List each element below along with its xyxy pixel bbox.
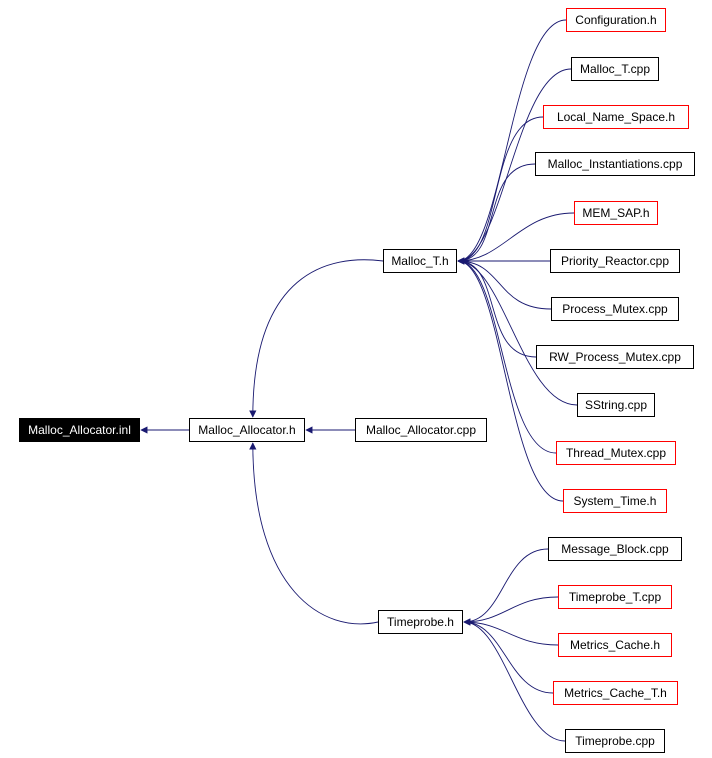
edge-mtcpp-to-malloc-t-h (457, 68, 572, 265)
node-thread-mutex-cpp[interactable]: Thread_Mutex.cpp (556, 441, 676, 465)
edge-malloc-t-h-to-allocator-h (249, 259, 384, 418)
edge-conf-to-malloc-t-h (457, 19, 567, 265)
node-malloc-t-cpp[interactable]: Malloc_T.cpp (571, 57, 659, 81)
edge-mch-to-timeprobe-h (463, 618, 559, 646)
node-malloc-allocator-h[interactable]: Malloc_Allocator.h (189, 418, 305, 442)
edge-sth-to-malloc-t-h (457, 257, 564, 502)
edge-pmcpp-to-malloc-t-h (457, 257, 552, 310)
edge-memsap-to-malloc-t-h (457, 212, 575, 265)
node-malloc-t-h[interactable]: Malloc_T.h (383, 249, 457, 273)
node-timeprobe-cpp[interactable]: Timeprobe.cpp (565, 729, 665, 753)
edge-tmcpp-to-malloc-t-h (457, 257, 557, 454)
edge-lns-to-malloc-t-h (457, 116, 544, 265)
edge-sscpp-to-malloc-t-h (457, 257, 578, 406)
edge-mcth-to-timeprobe-h (463, 618, 554, 694)
node-priority-reactor-cpp[interactable]: Priority_Reactor.cpp (550, 249, 680, 273)
node-malloc-allocator-cpp[interactable]: Malloc_Allocator.cpp (355, 418, 487, 442)
edge-tpcpp-to-timeprobe-h (463, 618, 566, 742)
edge-tptcpp-to-timeprobe-h (463, 596, 559, 626)
node-metrics-cache-t-h[interactable]: Metrics_Cache_T.h (553, 681, 678, 705)
node-local-name-space-h[interactable]: Local_Name_Space.h (543, 105, 689, 129)
edge-rwcpp-to-malloc-t-h (457, 257, 537, 358)
node-configuration-h[interactable]: Configuration.h (566, 8, 666, 32)
node-rw-process-mutex-cpp[interactable]: RW_Process_Mutex.cpp (536, 345, 694, 369)
node-sstring-cpp[interactable]: SString.cpp (577, 393, 655, 417)
node-malloc-allocator-inl: Malloc_Allocator.inl (19, 418, 140, 442)
node-timeprobe-t-cpp[interactable]: Timeprobe_T.cpp (558, 585, 672, 609)
node-metrics-cache-h[interactable]: Metrics_Cache.h (558, 633, 672, 657)
edge-minst-to-malloc-t-h (457, 163, 536, 265)
node-process-mutex-cpp[interactable]: Process_Mutex.cpp (551, 297, 679, 321)
node-system-time-h[interactable]: System_Time.h (563, 489, 667, 513)
edge-timeprobe-h-to-allocator-h (249, 442, 379, 625)
node-message-block-cpp[interactable]: Message_Block.cpp (548, 537, 682, 561)
node-timeprobe-h[interactable]: Timeprobe.h (378, 610, 463, 634)
node-mem-sap-h[interactable]: MEM_SAP.h (574, 201, 658, 225)
edge-mbcpp-to-timeprobe-h (463, 548, 549, 626)
node-malloc-instantiations-cpp[interactable]: Malloc_Instantiations.cpp (535, 152, 695, 176)
